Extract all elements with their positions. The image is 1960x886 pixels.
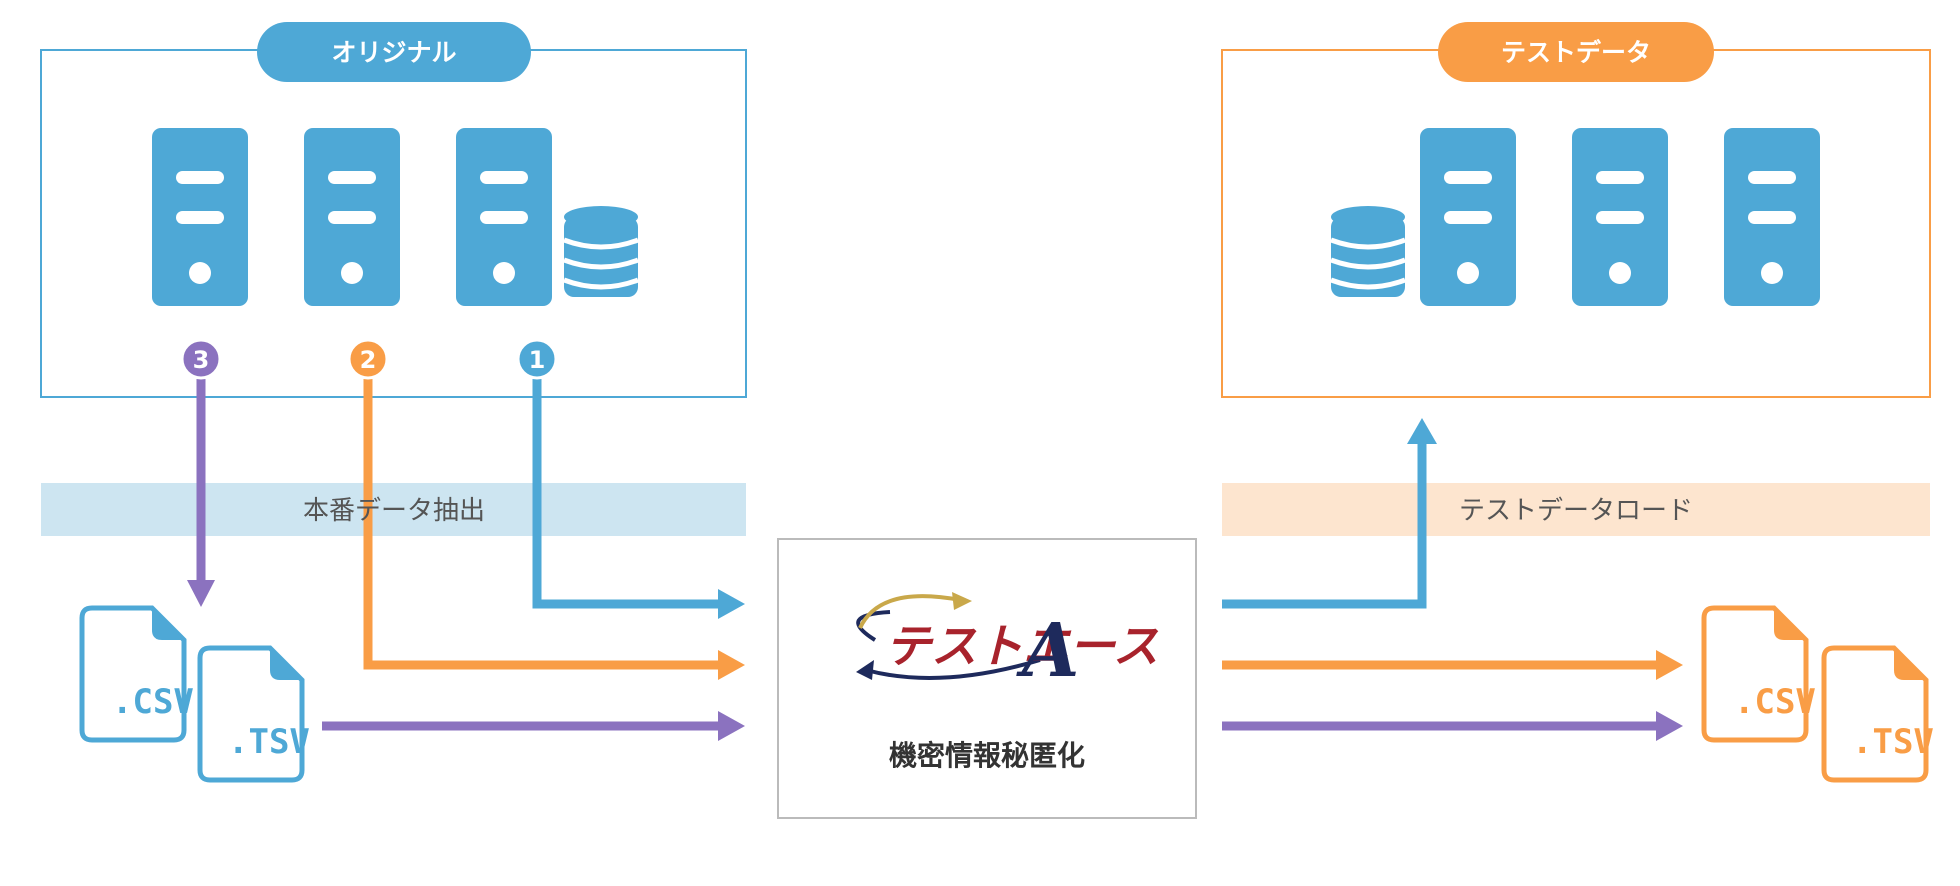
test-ace-logo: テストエース A (856, 592, 1159, 694)
step-number: 1 (529, 346, 546, 374)
tsv-label: .TSV (228, 722, 310, 762)
test-data-panel: テストデータ (1221, 22, 1931, 398)
arrow-head (1407, 418, 1437, 444)
server-icon (304, 128, 400, 306)
right-tsv-file: .TSV (1824, 648, 1934, 780)
step-number: 2 (360, 346, 377, 374)
logo-swoosh (858, 594, 961, 629)
right-csv-file: .CSV (1704, 608, 1816, 740)
server-icon (152, 128, 248, 306)
logo-letter: A (1016, 608, 1079, 694)
database-icon (1331, 206, 1405, 297)
flow-line-load (1222, 440, 1427, 609)
server-icon (1724, 128, 1820, 306)
arrow-head (952, 592, 972, 610)
step-badge-2: 2 (347, 338, 389, 380)
test-title-pill (1438, 22, 1714, 82)
logo-wordmark: テストエース (885, 619, 1159, 673)
tsv-label: .TSV (1852, 722, 1934, 762)
original-title-pill (257, 22, 531, 82)
server-icon (1572, 128, 1668, 306)
extract-band-label: 本番データ抽出 (303, 496, 485, 526)
step-badge-1: 1 (516, 338, 558, 380)
load-band (1222, 483, 1930, 536)
step-badge-3: 3 (180, 338, 222, 380)
center-box-frame (777, 538, 1197, 819)
database-icon (564, 206, 638, 297)
server-icon (1420, 128, 1516, 306)
arrow-head (718, 650, 745, 680)
extract-band (41, 483, 746, 536)
original-title: オリジナル (331, 38, 456, 67)
csv-label: .CSV (112, 682, 194, 722)
load-band-label: テストデータロード (1459, 496, 1693, 526)
arrow-head (718, 711, 745, 741)
logo-swoosh (865, 658, 1041, 680)
arrow-head (1656, 711, 1683, 741)
csv-label: .CSV (1734, 682, 1816, 722)
logo-swoosh (856, 610, 891, 642)
arrow-head (1656, 650, 1683, 680)
center-caption: 機密情報秘匿化 (889, 739, 1085, 772)
left-csv-file: .CSV (82, 608, 194, 740)
test-title: テストデータ (1501, 38, 1651, 67)
arrow-head (718, 589, 745, 619)
flow-line-1 (532, 372, 722, 609)
masking-box: テストエース A 機密情報秘匿化 (777, 538, 1197, 819)
arrow-head (856, 660, 874, 680)
step-number: 3 (193, 346, 210, 374)
left-tsv-file: .TSV (200, 648, 310, 780)
flow-line-2 (363, 372, 722, 670)
arrow-head (187, 580, 215, 607)
original-panel: オリジナル (40, 22, 747, 398)
flow-arrows (187, 372, 1683, 741)
server-icon (456, 128, 552, 306)
